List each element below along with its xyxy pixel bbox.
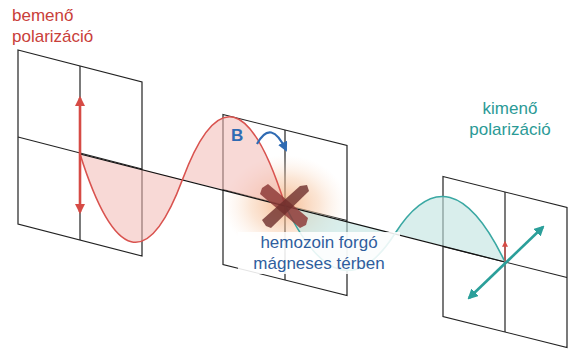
input-label: bemenő polarizáció — [12, 5, 117, 47]
rotation-arrow — [257, 132, 286, 150]
reference-arrow — [504, 242, 505, 262]
sample-label: hemozoin forgó mágneses térben — [238, 232, 400, 274]
plane-cross — [79, 66, 80, 240]
output-label: kimenő polarizáció — [456, 98, 564, 140]
input-wave-fill — [80, 117, 285, 243]
input-polarization-arrow — [79, 98, 82, 212]
crystal-rod — [262, 185, 309, 228]
hemozoin-crystal — [260, 184, 309, 228]
output-polarization-arrow — [469, 227, 543, 298]
crystal-rod — [260, 184, 308, 228]
input-wave — [80, 117, 285, 243]
field-symbol: B — [231, 125, 247, 146]
